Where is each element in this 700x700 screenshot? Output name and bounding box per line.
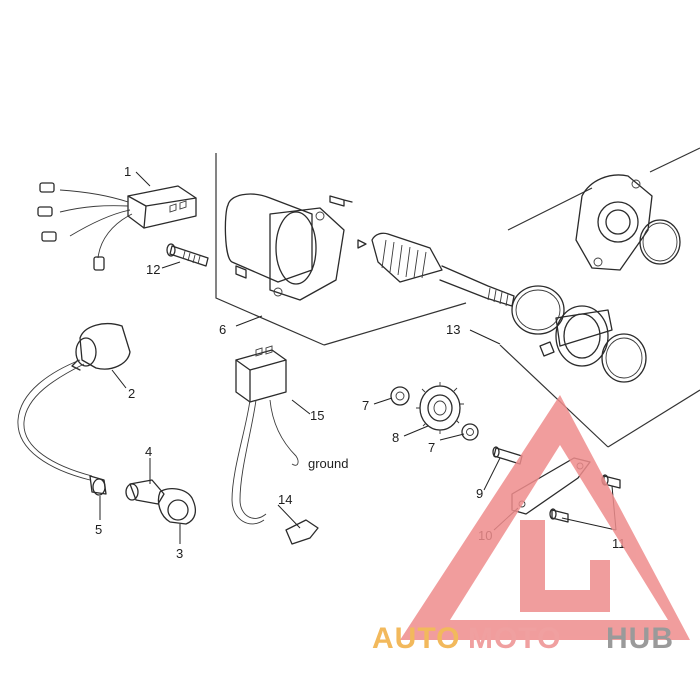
- armature-part: [357, 232, 515, 307]
- cdi-unit-part: [37, 182, 197, 271]
- end-cover-part: [575, 174, 681, 271]
- callout-12: 12: [146, 262, 160, 277]
- callout-7a: 7: [362, 398, 369, 413]
- connector-part-5: [89, 475, 107, 496]
- washer-part-7a: [390, 386, 410, 406]
- drive-gear-part: [416, 382, 464, 434]
- watermark-text: AUTO MOTO HUB: [372, 622, 674, 655]
- brush-holder-part: [511, 285, 647, 383]
- watermark-text-auto: AUTO: [372, 622, 460, 655]
- bolt-part-12: [166, 243, 209, 267]
- callout-2: 2: [128, 386, 135, 401]
- starter-motor-part: [224, 193, 353, 301]
- cable-end-part: [285, 519, 319, 545]
- watermark-inner-mark-icon: [520, 520, 610, 612]
- callout-13: 13: [446, 322, 460, 337]
- ignition-coil-part: [17, 323, 131, 481]
- callout-8: 8: [392, 430, 399, 445]
- watermark-text-hub: HUB: [606, 622, 674, 655]
- callout-labels: 1 2 3 4 5 6 7 7 8 9 10 11 12 13 14 15 gr…: [95, 164, 626, 561]
- callout-7b: 7: [428, 440, 435, 455]
- plug-cap-part: [125, 479, 197, 525]
- regulator-part: [231, 345, 299, 525]
- watermark-text-moto: MOTO: [468, 622, 561, 655]
- assembly-frame: [215, 147, 700, 448]
- callout-4: 4: [145, 444, 152, 459]
- callout-1: 1: [124, 164, 131, 179]
- watermark-triangle-icon: [400, 395, 690, 640]
- ground-annotation: ground: [308, 456, 348, 471]
- callout-15: 15: [310, 408, 324, 423]
- callout-9: 9: [476, 486, 483, 501]
- callout-14: 14: [278, 492, 292, 507]
- washer-part-7b: [461, 423, 479, 441]
- watermark-logo: [400, 395, 690, 640]
- leader-lines: [99, 171, 617, 544]
- callout-5: 5: [95, 522, 102, 537]
- callout-3: 3: [176, 546, 183, 561]
- callout-6: 6: [219, 322, 226, 337]
